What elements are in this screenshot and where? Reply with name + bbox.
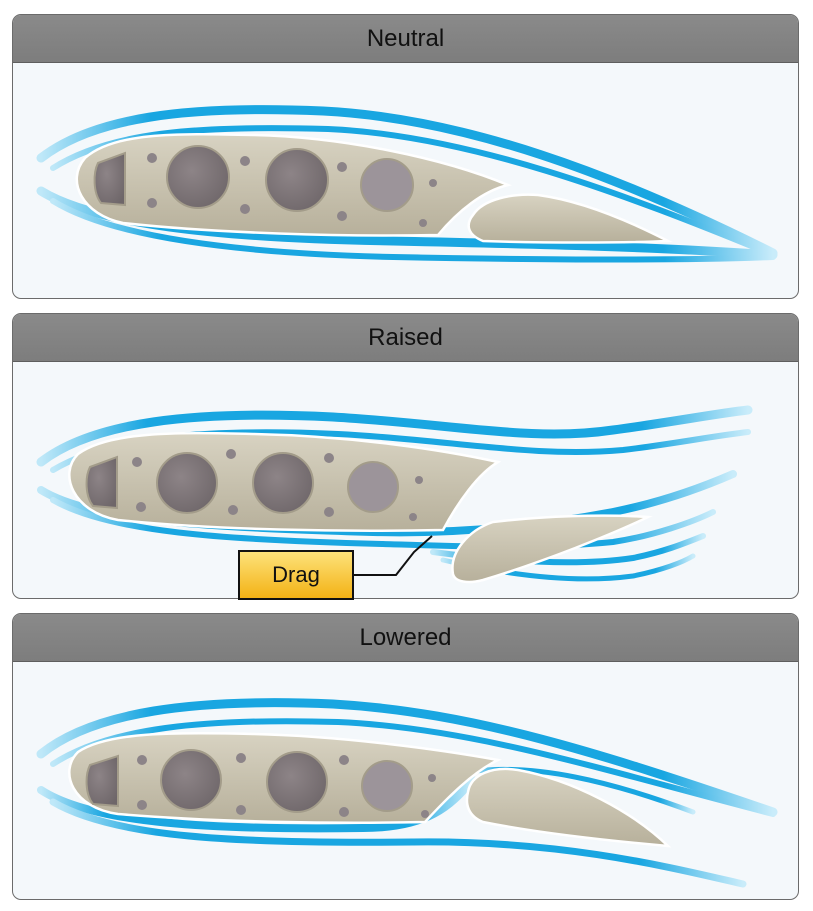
drag-callout-label: Drag (272, 562, 320, 587)
spar-cutout (93, 151, 126, 207)
aileron (465, 767, 672, 848)
neutral-airfoil-diagram (36, 105, 778, 263)
raised-airfoil-diagram (36, 405, 753, 584)
panel-body-lowered (13, 662, 798, 898)
lowered-airfoil-diagram (36, 698, 778, 888)
panel-lowered: Lowered (12, 613, 799, 900)
lightening-hole (265, 148, 329, 212)
panel-body-neutral (13, 63, 798, 297)
lightening-hole (361, 760, 413, 812)
lower-airflow (37, 776, 747, 888)
drag-callout: Drag (238, 550, 354, 600)
spar-cutout (85, 754, 119, 808)
rivet-holes (137, 753, 436, 818)
panel-raised: Raised (12, 313, 799, 599)
panel-title-raised: Raised (368, 323, 443, 351)
panel-header-lowered: Lowered (13, 614, 798, 662)
lightening-hole (156, 452, 218, 514)
panel-title-lowered: Lowered (359, 623, 452, 651)
lightening-hole (252, 452, 314, 514)
panel-title-neutral: Neutral (366, 24, 445, 52)
lightening-hole (166, 145, 230, 209)
panel-neutral: Neutral (12, 14, 799, 299)
rivet-holes (147, 153, 437, 227)
aileron (467, 193, 673, 244)
aileron (451, 514, 653, 584)
lightening-hole (347, 461, 399, 513)
lightening-hole (160, 749, 222, 811)
panel-header-raised: Raised (13, 314, 798, 362)
lightening-hole (360, 158, 414, 212)
panel-header-neutral: Neutral (13, 15, 798, 63)
spar-cutout (85, 455, 118, 510)
panel-body-raised (13, 362, 798, 597)
rivet-holes (132, 449, 423, 521)
lightening-hole (266, 751, 328, 813)
